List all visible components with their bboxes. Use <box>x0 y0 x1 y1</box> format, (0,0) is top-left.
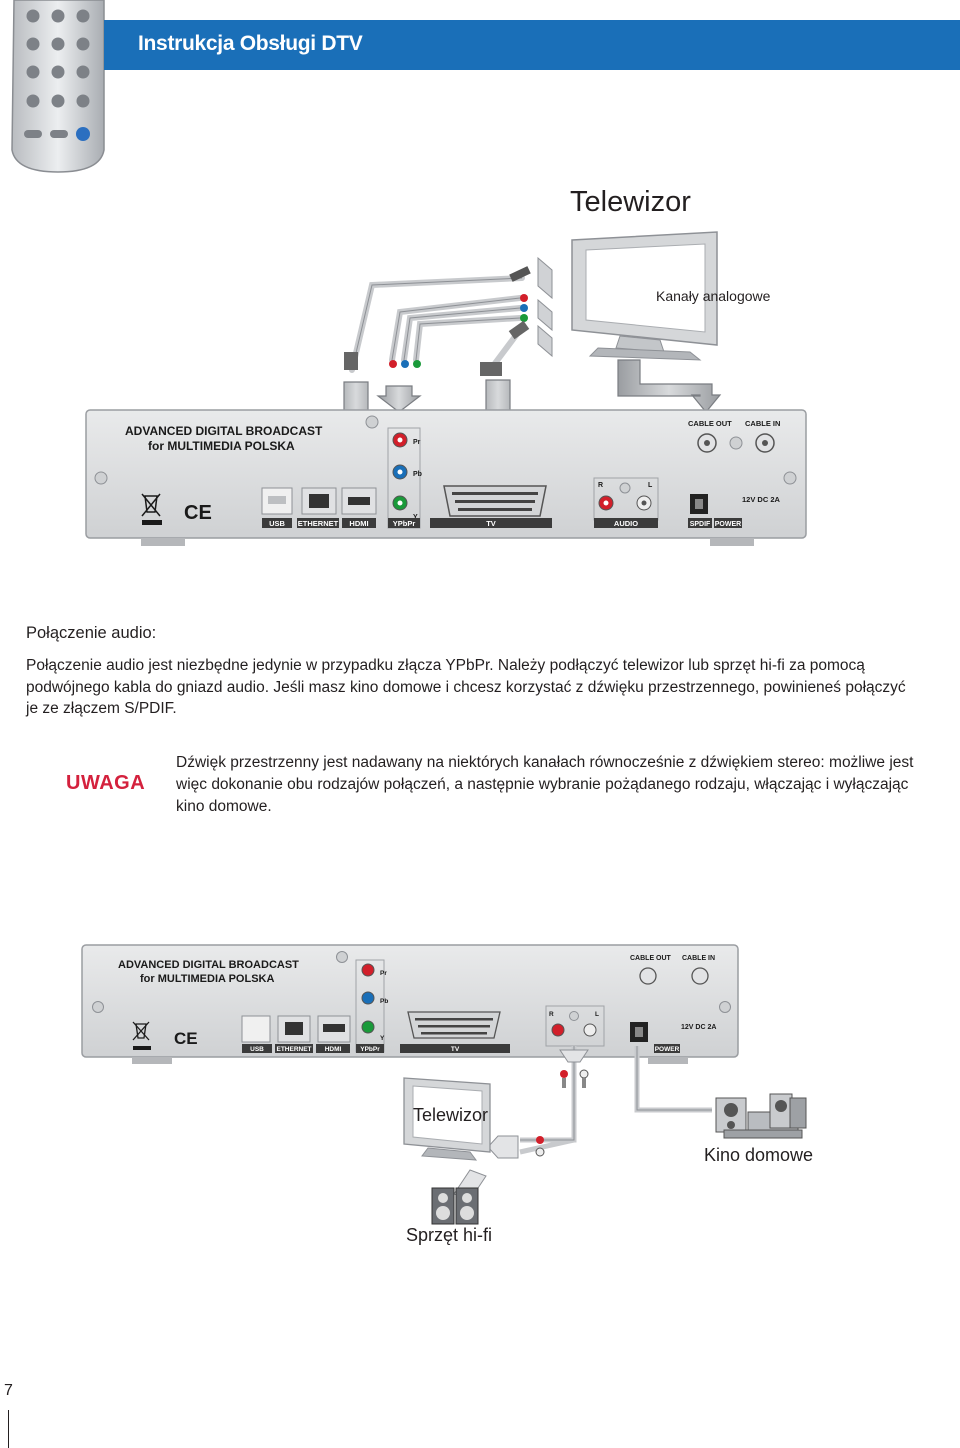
svg-text:TV: TV <box>486 519 496 528</box>
svg-text:HDMI: HDMI <box>325 1046 342 1053</box>
svg-text:AUDIO: AUDIO <box>614 519 638 528</box>
ypbpr-connection-diagram: ADVANCED DIGITAL BROADCAST for MULTIMEDI… <box>85 231 807 546</box>
svg-text:L: L <box>595 1011 599 1018</box>
svg-text:CABLE OUT: CABLE OUT <box>630 955 672 962</box>
note-body: Dźwięk przestrzenny jest nadawany na nie… <box>176 754 914 815</box>
svg-text:TV: TV <box>451 1046 460 1053</box>
svg-text:USB: USB <box>250 1046 264 1053</box>
svg-text:L: L <box>648 482 653 489</box>
svg-text:for MULTIMEDIA POLSKA: for MULTIMEDIA POLSKA <box>140 973 274 985</box>
tv-label: Telewizor <box>570 186 691 218</box>
svg-text:Y: Y <box>380 1035 385 1042</box>
brand-line-1: ADVANCED DIGITAL BROADCAST <box>125 424 323 438</box>
brand-line-2: for MULTIMEDIA POLSKA <box>148 439 295 453</box>
page-title: Instrukcja Obsługi DTV <box>138 32 363 55</box>
header-bar <box>104 20 960 70</box>
svg-text:ETHERNET: ETHERNET <box>298 519 339 528</box>
svg-text:Pb: Pb <box>380 998 388 1005</box>
page-number: 7 <box>4 1382 13 1399</box>
remote-control-icon <box>11 0 105 173</box>
tv-label: Telewizor <box>413 1105 489 1125</box>
home-cinema-label: Kino domowe <box>704 1145 814 1165</box>
svg-text:Y: Y <box>413 514 418 521</box>
tv-icon <box>403 1077 491 1161</box>
svg-text:CABLE IN: CABLE IN <box>682 955 715 962</box>
svg-text:ADVANCED DIGITAL BROADCAST: ADVANCED DIGITAL BROADCAST <box>118 959 299 971</box>
tv-sublabel: Kanały analogowe <box>656 288 771 304</box>
audio-connection-diagram: ADVANCED DIGITAL BROADCAST for MULTIMEDI… <box>81 944 807 1225</box>
section-heading: Połączenie audio: <box>26 624 157 642</box>
svg-text:POWER: POWER <box>655 1046 680 1053</box>
svg-text:CE: CE <box>174 1029 198 1048</box>
svg-text:Pr: Pr <box>380 970 387 977</box>
weee-icon <box>141 493 161 517</box>
svg-text:R: R <box>598 482 603 489</box>
svg-text:SPDIF: SPDIF <box>690 521 711 528</box>
svg-text:USB: USB <box>269 519 285 528</box>
svg-text:12V DC 2A: 12V DC 2A <box>681 1024 716 1031</box>
svg-text:Pr: Pr <box>413 439 421 446</box>
section-body: Połączenie audio jest niezbędne jedynie … <box>26 657 906 717</box>
note-label: UWAGA <box>66 772 146 794</box>
ce-mark-icon: CE <box>184 502 212 524</box>
hifi-speakers-icon <box>431 1187 479 1225</box>
svg-text:CABLE IN: CABLE IN <box>745 419 780 428</box>
svg-text:CABLE OUT: CABLE OUT <box>688 419 732 428</box>
svg-text:HDMI: HDMI <box>349 519 368 528</box>
home-cinema-icon <box>715 1093 807 1139</box>
page-rule <box>8 1410 9 1448</box>
svg-text:POWER: POWER <box>715 521 741 528</box>
svg-text:12V DC 2A: 12V DC 2A <box>742 495 781 504</box>
svg-text:ETHERNET: ETHERNET <box>276 1046 311 1053</box>
svg-text:Pb: Pb <box>413 471 422 478</box>
svg-text:R: R <box>549 1011 554 1018</box>
svg-text:YPbPr: YPbPr <box>393 519 416 528</box>
hifi-label: Sprzęt hi-fi <box>406 1225 493 1245</box>
tv-icon <box>571 231 718 361</box>
svg-text:YPbPr: YPbPr <box>360 1046 380 1053</box>
